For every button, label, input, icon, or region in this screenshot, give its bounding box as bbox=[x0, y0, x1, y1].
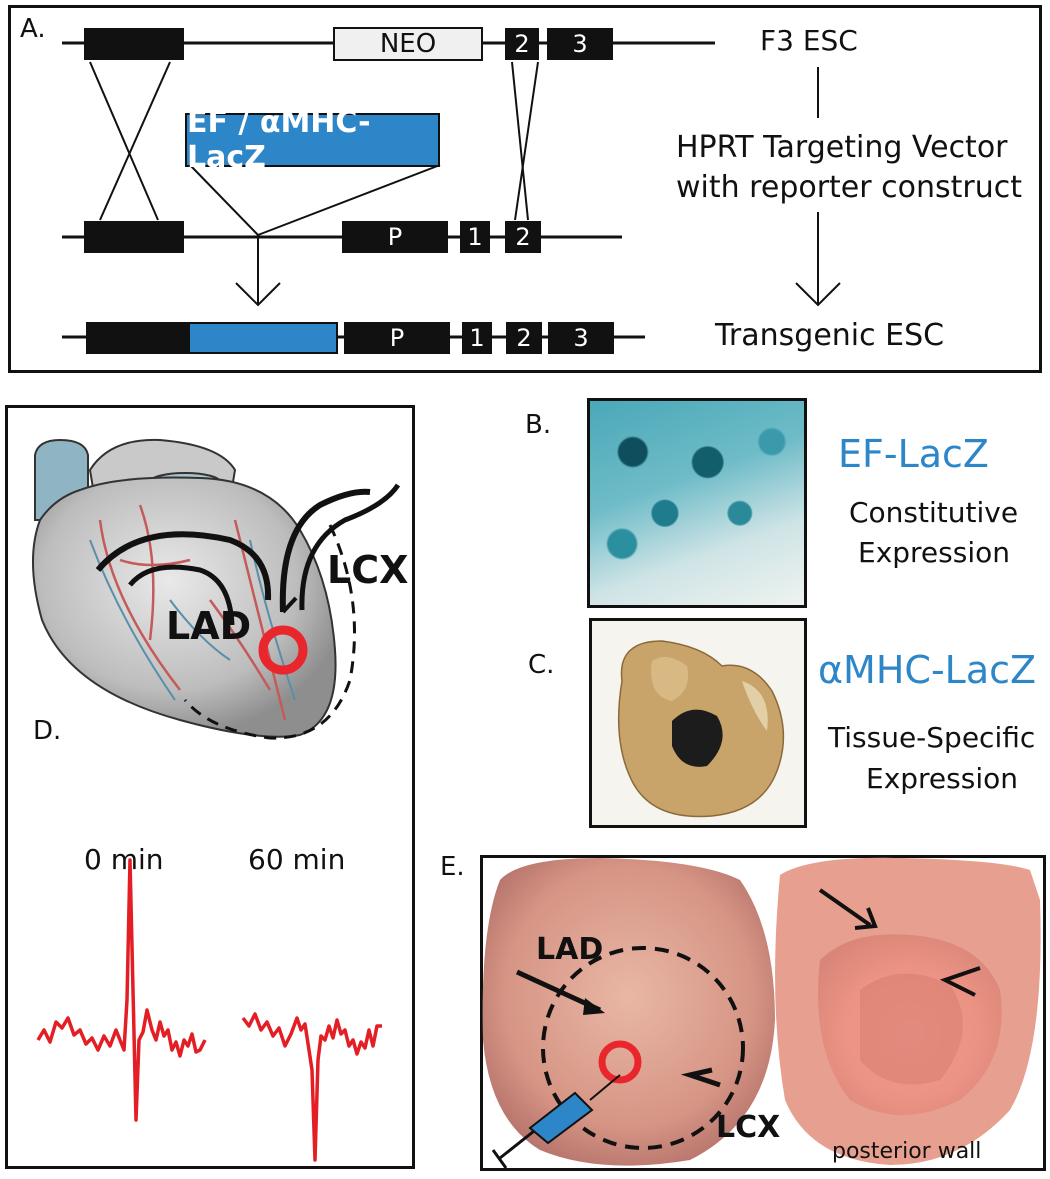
ecg-trace-60min bbox=[241, 1012, 382, 1162]
ef-lacz-micrograph bbox=[587, 398, 807, 608]
ef-desc-line2: Expression bbox=[858, 536, 1010, 569]
lcx-label-d: LCX bbox=[327, 548, 409, 592]
panel-d-label: D. bbox=[33, 716, 62, 746]
panel-a-label: A. bbox=[20, 14, 46, 44]
panel-c-label: C. bbox=[528, 650, 555, 680]
alpha-mhc-desc-line2: Expression bbox=[866, 762, 1018, 795]
mid-exon-2: 2 bbox=[505, 221, 541, 253]
alpha-mhc-embryo-image bbox=[589, 618, 807, 828]
ecg-traces bbox=[36, 858, 382, 1162]
time-0-label: 0 min bbox=[84, 843, 164, 876]
mid-exon-p: P bbox=[342, 221, 448, 253]
ef-desc-line1: Constitutive bbox=[849, 496, 1019, 529]
bottom-exon-p: P bbox=[344, 322, 450, 354]
reporter-construct: EF / αMHC-LacZ bbox=[185, 105, 440, 175]
ecg-trace-0min bbox=[36, 858, 207, 1122]
top-exon-3: 3 bbox=[547, 28, 613, 60]
homology-arm-bottom bbox=[86, 322, 188, 354]
f3-esc-label: F3 ESC bbox=[760, 24, 858, 57]
panel-a-frame bbox=[8, 5, 1042, 373]
lad-label-d: LAD bbox=[166, 604, 252, 648]
panel-d-frame bbox=[5, 405, 415, 1169]
transgenic-esc-label: Transgenic ESC bbox=[715, 318, 945, 353]
bottom-exon-3: 3 bbox=[548, 322, 614, 354]
ef-lacz-title: EF-LacZ bbox=[838, 432, 989, 476]
posterior-wall-label: posterior wall bbox=[832, 1139, 982, 1164]
time-60-label: 60 min bbox=[248, 843, 346, 876]
vector-label-line1: HPRT Targeting Vector bbox=[676, 130, 1008, 165]
alpha-mhc-lacz-title: αMHC-LacZ bbox=[818, 648, 1037, 692]
mid-exon-1: 1 bbox=[460, 221, 490, 253]
panel-e-label: E. bbox=[440, 852, 465, 882]
lcx-label-e: LCX bbox=[716, 1110, 781, 1145]
panel-b-label: B. bbox=[525, 410, 552, 440]
neo-cassette: NEO bbox=[333, 27, 483, 61]
lad-label-e: LAD bbox=[536, 932, 604, 967]
bottom-exon-2: 2 bbox=[506, 322, 542, 354]
bottom-exon-1: 1 bbox=[462, 322, 492, 354]
homology-arm-mid bbox=[84, 221, 184, 253]
homology-arm-top bbox=[84, 28, 184, 60]
alpha-mhc-desc-line1: Tissue-Specific bbox=[828, 721, 1036, 754]
heart-illustration bbox=[31, 438, 401, 740]
vector-label-line2: with reporter construct bbox=[676, 170, 1022, 205]
top-exon-2: 2 bbox=[505, 28, 539, 60]
inserted-construct bbox=[188, 322, 338, 354]
